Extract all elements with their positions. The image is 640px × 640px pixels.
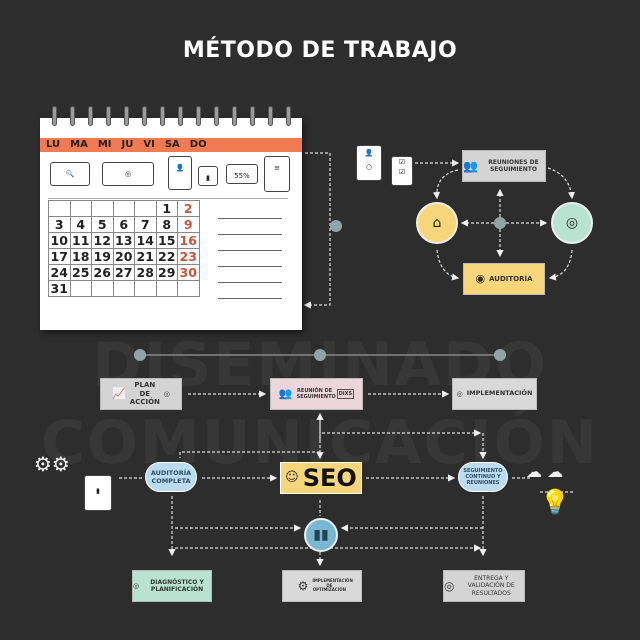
calendar-day: 16 [177, 232, 200, 249]
calendar-day: 3 [48, 216, 71, 233]
calendar-week: 31 [48, 280, 200, 297]
growth-chart-icon: 📈 [112, 387, 126, 401]
weekday: VI [143, 139, 155, 150]
calendar-day: 13 [112, 232, 135, 249]
calendar-day: 14 [134, 232, 157, 249]
optimization-box: ⚙IMPLEMENTACIÓN DE OPTIMIZACIÓN [282, 570, 362, 602]
house-icon: ⌂ [416, 202, 458, 244]
calendar-day: 29 [155, 264, 178, 281]
weekday: MA [70, 139, 88, 150]
diagnosis-box: ◎DIAGNÓSTICO Y PLANIFICACIÓN [132, 570, 212, 602]
calendar-day: 15 [155, 232, 178, 249]
calendar-day: 5 [91, 216, 114, 233]
calendar-day: 7 [134, 216, 157, 233]
seo-box: ☺SEO [280, 462, 362, 494]
weekday: LU [46, 139, 61, 150]
calendar-day [112, 200, 135, 217]
calendar-day: 2 [177, 200, 200, 217]
calendar-day: 10 [48, 232, 71, 249]
calendar-day [48, 200, 71, 217]
target-book-icon: ◎ [551, 202, 593, 244]
bar-chart-icon: ▮ [198, 166, 218, 186]
calendar-day: 26 [91, 264, 114, 281]
calendar-day: 20 [112, 248, 135, 265]
checklist-icon: ☑☑ [391, 156, 413, 186]
lightbulb-icon: 💡 [540, 488, 570, 516]
page-title: MÉTODO DE TRABAJO [182, 38, 458, 63]
calendar-day: 6 [112, 216, 135, 233]
calendar-day: 22 [155, 248, 178, 265]
gears-people-icon: ⚙ [297, 578, 309, 593]
action-plan-box: 📈PLAN DE ACCIÓN◎ [100, 378, 182, 410]
calendar-day [69, 200, 92, 217]
calendar-day: 28 [134, 264, 157, 281]
calendar-day [91, 200, 114, 217]
full-audit-node: AUDITORÍA COMPLETA [145, 462, 197, 492]
profile-document-icon: 👤○ [356, 145, 382, 181]
implementation-box: ◎IMPLEMENTACIÓN [452, 378, 537, 410]
calendar-day [112, 280, 135, 297]
report-document-icon: ≡ [264, 156, 290, 192]
calendar-icon: DIXS [336, 389, 355, 399]
calendar-day: 21 [134, 248, 157, 265]
people-icon: 👥 [278, 387, 293, 401]
calendar-day: 25 [69, 264, 92, 281]
calendar-day: 31 [48, 280, 71, 297]
people-icon: 👥 [463, 158, 478, 173]
continuous-followup-node: SEGUIMIENTO CONTINUO Y REUNIONES [458, 462, 508, 492]
clouds-icon: ☁ ☁ [526, 462, 564, 481]
calendar-day [134, 200, 157, 217]
calendar-day: 8 [155, 216, 178, 233]
followup-meetings-box: 👥REUNIONES DE SEGUIMIENTO [462, 150, 546, 182]
calendar-day: 11 [69, 232, 92, 249]
magnifier-icon: 🔍 [50, 162, 90, 186]
calendar-day: 4 [69, 216, 92, 233]
audit-box: ◉AUDITORÍA [463, 263, 545, 295]
calendar-day: 17 [48, 248, 71, 265]
target-icon: ◎ [444, 578, 455, 593]
target-chat-icon: ◎ [102, 162, 154, 186]
calendar-day [91, 280, 114, 297]
calendar-day: 9 [177, 216, 200, 233]
gears-icon: ⚙⚙ [34, 452, 70, 476]
calendar-day: 12 [91, 232, 114, 249]
calendar-day: 18 [69, 248, 92, 265]
calendar-day: 24 [48, 264, 71, 281]
profile-document-icon: 👤 [168, 156, 192, 190]
delivery-box: ◎ENTREGA Y VALIDACIÓN DE RESULTADOS [443, 570, 525, 602]
hand-icon: ◎ [456, 389, 463, 398]
calendar-day: 1 [155, 200, 178, 217]
person-icon: ☺ [285, 470, 299, 486]
calendar-day: 19 [91, 248, 114, 265]
weekday: SA [164, 139, 180, 150]
person-icon: ◉ [475, 272, 486, 286]
weekday: MI [97, 139, 112, 150]
target-icon: ◎ [133, 581, 140, 590]
calendar-day [134, 280, 157, 297]
analytics-chart-icon: ▮▮ [304, 518, 338, 552]
weekday: JU [121, 139, 134, 150]
calendar-day: 30 [177, 264, 200, 281]
weekday: DO [189, 139, 207, 150]
calendar-day: 23 [177, 248, 200, 265]
calendar-day [69, 280, 92, 297]
calendar-day [177, 280, 200, 297]
calendar-day [155, 280, 178, 297]
target-icon: ◎ [163, 389, 170, 398]
percent-icon: 55% [226, 164, 258, 184]
weekday-bar: LU MA MI JU VI SA DO [40, 138, 302, 152]
calendar-day: 27 [112, 264, 135, 281]
report-chart-icon: ▮ [84, 475, 112, 511]
